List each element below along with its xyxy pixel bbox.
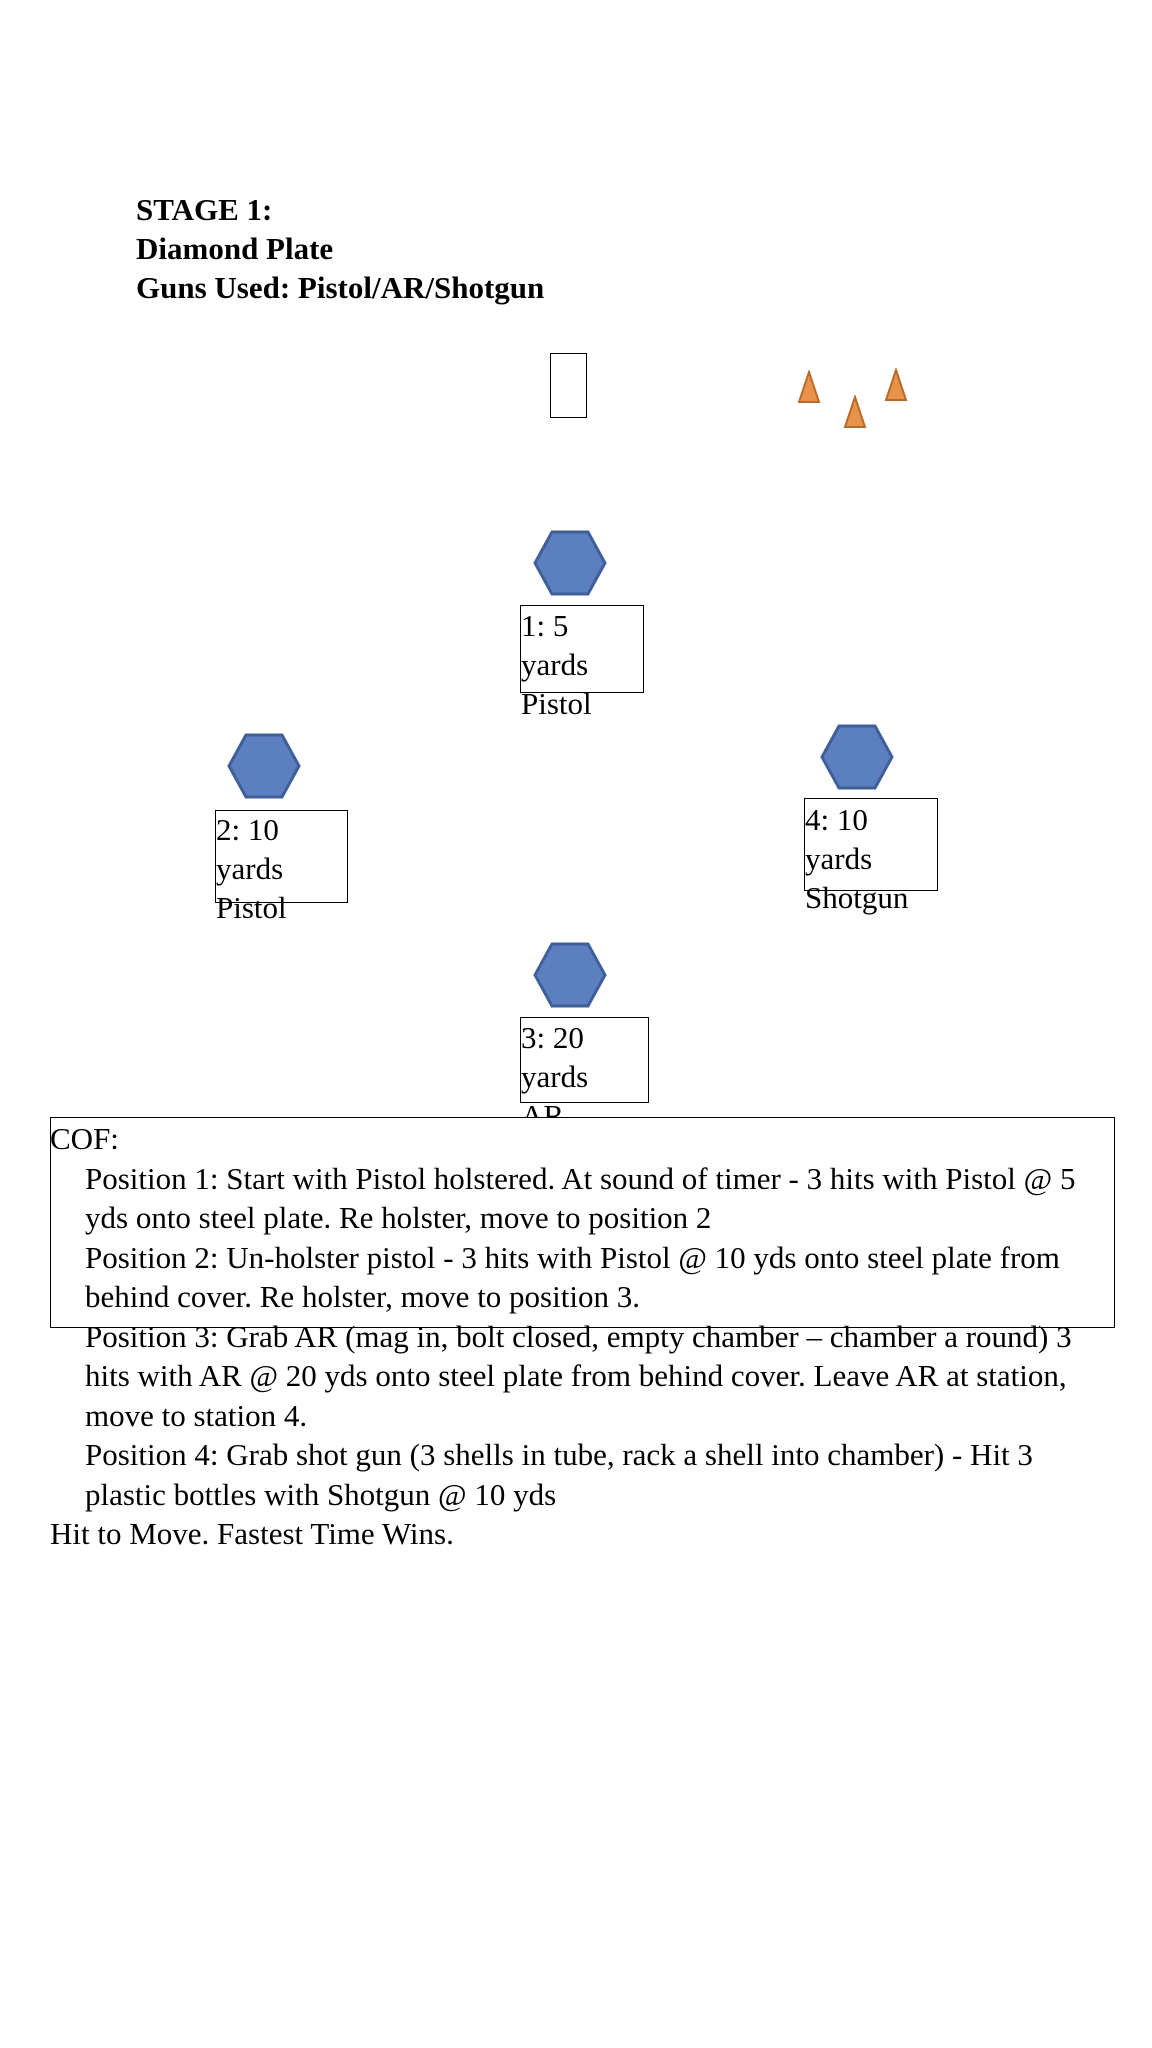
- cof-footer: Hit to Move. Fastest Time Wins.: [50, 1516, 454, 1551]
- cof-step-position-3: Position 3: Grab AR (mag in, bolt closed…: [85, 1318, 1072, 1433]
- station-1-distance: 1: 5: [521, 608, 569, 643]
- plastic-bottle-icon: [797, 370, 821, 403]
- stage-header: STAGE 1: Diamond Plate Guns Used: Pistol…: [136, 190, 544, 307]
- cover-hexagon-station-3: [533, 942, 607, 1008]
- station-1-gun: Pistol: [521, 686, 592, 721]
- station-4-gun: Shotgun: [805, 880, 909, 915]
- plastic-bottle-icon: [884, 368, 908, 401]
- station-1-box: [520, 605, 644, 693]
- cover-hexagon-station-2: [227, 733, 301, 799]
- plastic-bottle-icon: [843, 395, 867, 428]
- station-3-unit: yards: [521, 1059, 589, 1094]
- station-2-distance: 2: 10: [216, 812, 279, 847]
- course-of-fire: COF: Position 1: Start with Pistol holst…: [50, 1119, 1120, 1554]
- steel-plate-target: [550, 353, 587, 418]
- cof-step-position-4: Position 4: Grab shot gun (3 shells in t…: [85, 1437, 1033, 1512]
- cof-heading: COF:: [50, 1121, 119, 1156]
- station-4-distance: 4: 10: [805, 802, 868, 837]
- station-4-unit: yards: [805, 841, 873, 876]
- cover-hexagon-station-4: [820, 724, 894, 790]
- station-3-distance: 3: 20: [521, 1020, 584, 1055]
- cof-step-position-2: Position 2: Un-holster pistol - 3 hits w…: [85, 1239, 1060, 1315]
- station-2-label: 2: 10 yards Pistol: [216, 810, 287, 927]
- station-2-unit: yards: [216, 851, 284, 886]
- station-3-label-clip: 3: 20 yards AR: [518, 1017, 658, 1117]
- station-1-label: 1: 5 yards Pistol: [521, 606, 592, 723]
- station-3-gun: AR: [521, 1098, 565, 1117]
- station-2-gun: Pistol: [216, 890, 287, 925]
- stage-name: Diamond Plate: [136, 231, 334, 266]
- cover-hexagon-station-1: [533, 530, 607, 596]
- stage-title: STAGE 1:: [136, 192, 273, 227]
- station-2-box: [215, 810, 348, 903]
- station-4-label: 4: 10 yards Shotgun: [805, 800, 908, 917]
- station-3-box: [520, 1017, 649, 1103]
- station-3-label: 3: 20 yards AR: [521, 1018, 588, 1117]
- station-4-box: [804, 798, 938, 891]
- guns-used: Guns Used: Pistol/AR/Shotgun: [136, 270, 545, 305]
- cof-step-position-1: Position 1: Start with Pistol holstered.…: [85, 1160, 1076, 1236]
- station-1-unit: yards: [521, 647, 589, 682]
